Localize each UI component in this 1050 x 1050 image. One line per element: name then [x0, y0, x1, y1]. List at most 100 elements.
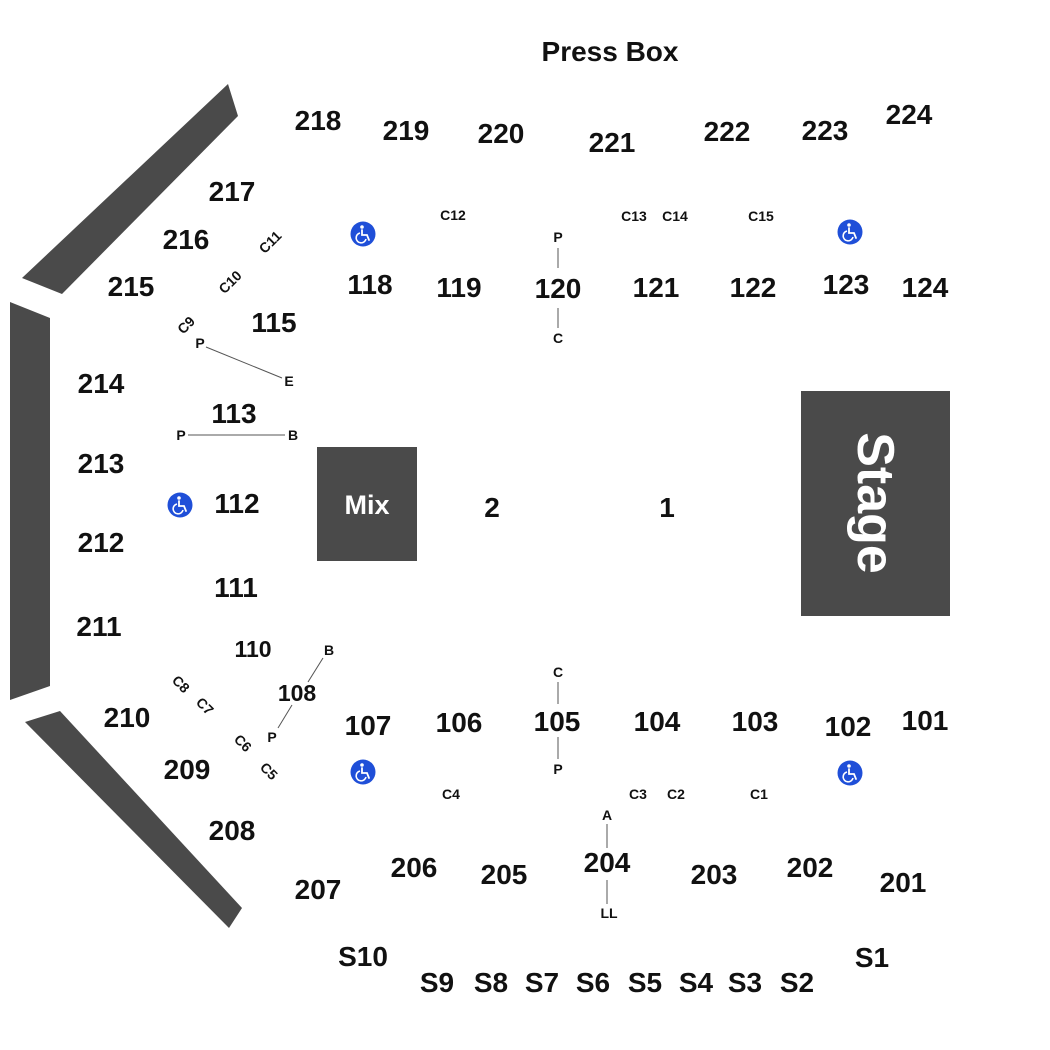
aisle-label: C1 — [750, 786, 768, 802]
section-label[interactable]: 123 — [823, 269, 870, 300]
suite-label[interactable]: S3 — [728, 967, 762, 998]
mix-label: Mix — [344, 490, 389, 520]
section-label[interactable]: 206 — [391, 852, 438, 883]
section-label[interactable]: 119 — [436, 272, 481, 303]
suite-label[interactable]: S8 — [474, 967, 508, 998]
section-label[interactable]: 224 — [886, 99, 933, 130]
section-label[interactable]: 207 — [295, 874, 342, 905]
stage-label: Stage — [846, 432, 904, 574]
section-label[interactable]: 216 — [163, 224, 210, 255]
section-label[interactable]: 209 — [164, 754, 211, 785]
section-label[interactable]: 104 — [634, 706, 681, 737]
section-label[interactable]: 120 — [535, 273, 582, 304]
mix-block[interactable] — [317, 447, 417, 561]
floor-section[interactable]: 2 — [484, 492, 500, 523]
aisle-label: LL — [600, 905, 618, 921]
suite-label[interactable]: S2 — [780, 967, 814, 998]
aisle-label: C12 — [440, 207, 466, 223]
aisle-label: C13 — [621, 208, 647, 224]
divider-line — [277, 704, 293, 729]
section-label[interactable]: 111 — [214, 572, 258, 603]
section-label[interactable]: 217 — [209, 176, 256, 207]
aisle-label: C14 — [662, 208, 688, 224]
section-label[interactable]: 202 — [787, 852, 834, 883]
aisle-label: B — [324, 642, 334, 658]
suite-label[interactable]: S9 — [420, 967, 454, 998]
aisle-label: B — [288, 427, 298, 443]
section-label[interactable]: 107 — [345, 710, 392, 741]
section-label[interactable]: 118 — [347, 269, 392, 300]
section-label[interactable]: 210 — [104, 702, 151, 733]
divider-line — [205, 346, 283, 379]
section-label[interactable]: 218 — [295, 105, 342, 136]
section-label[interactable]: 108 — [278, 680, 317, 706]
aisle-label: P — [553, 229, 562, 245]
section-label[interactable]: 105 — [534, 706, 581, 737]
aisle-label: P — [267, 729, 276, 745]
wheelchair-icon — [350, 221, 376, 247]
press-box-label: Press Box — [542, 36, 679, 67]
wall-upper-left — [22, 84, 238, 294]
aisle-label: C15 — [748, 208, 774, 224]
aisle-label: C2 — [667, 786, 685, 802]
aisle-label: C10 — [215, 267, 245, 297]
aisle-label: C — [553, 330, 563, 346]
floor-section[interactable]: 1 — [659, 492, 675, 523]
aisle-label: C3 — [629, 786, 647, 802]
aisle-label: A — [602, 807, 612, 823]
section-label[interactable]: 222 — [704, 116, 751, 147]
section-label[interactable]: 113 — [211, 398, 256, 429]
section-label[interactable]: 213 — [78, 448, 125, 479]
aisle-label: C9 — [174, 313, 198, 337]
section-label[interactable]: 115 — [251, 307, 296, 338]
aisle-label: C8 — [169, 672, 193, 696]
section-label[interactable]: 220 — [478, 118, 525, 149]
section-label[interactable]: 122 — [730, 272, 777, 303]
aisle-label: C — [553, 664, 563, 680]
aisle-label: P — [553, 761, 562, 777]
section-label[interactable]: 214 — [78, 368, 125, 399]
suite-label[interactable]: S4 — [679, 967, 714, 998]
wheelchair-icon — [350, 759, 376, 785]
section-label[interactable]: 201 — [880, 867, 927, 898]
section-label[interactable]: 101 — [902, 705, 949, 736]
section-label[interactable]: 112 — [214, 488, 259, 519]
suite-label[interactable]: S1 — [855, 942, 889, 973]
section-label[interactable]: 219 — [383, 115, 430, 146]
aisle-label: C7 — [193, 694, 217, 718]
suite-label[interactable]: S10 — [338, 941, 388, 972]
suite-label[interactable]: S5 — [628, 967, 662, 998]
wheelchair-icon — [167, 492, 193, 518]
section-label[interactable]: 215 — [108, 271, 155, 302]
aisle-label: P — [176, 427, 185, 443]
wall-lower-left — [25, 711, 242, 928]
section-label[interactable]: 223 — [802, 115, 849, 146]
wheelchair-icon — [837, 219, 863, 245]
section-label[interactable]: 106 — [436, 707, 483, 738]
aisle-label: C5 — [257, 759, 281, 783]
divider-line — [307, 657, 324, 683]
section-label[interactable]: 121 — [633, 272, 680, 303]
section-label[interactable]: 103 — [732, 706, 779, 737]
section-label[interactable]: 221 — [589, 127, 636, 158]
section-label[interactable]: 203 — [691, 859, 738, 890]
suite-label[interactable]: S6 — [576, 967, 610, 998]
aisle-label: C4 — [442, 786, 460, 802]
section-label[interactable]: 110 — [234, 636, 271, 662]
section-label[interactable]: 204 — [584, 847, 631, 878]
section-label[interactable]: 212 — [78, 527, 125, 558]
section-label[interactable]: 205 — [481, 859, 528, 890]
stage-block[interactable] — [801, 391, 950, 616]
aisle-label: C6 — [231, 731, 255, 755]
aisle-label: E — [284, 373, 293, 389]
aisle-label: C11 — [256, 227, 285, 256]
section-label[interactable]: 124 — [902, 272, 949, 303]
wheelchair-icon — [837, 760, 863, 786]
section-label[interactable]: 208 — [209, 815, 256, 846]
aisle-label: P — [195, 335, 204, 351]
section-label[interactable]: 211 — [76, 611, 121, 642]
section-label[interactable]: 102 — [825, 711, 872, 742]
suite-label[interactable]: S7 — [525, 967, 559, 998]
wall-left — [10, 302, 50, 700]
